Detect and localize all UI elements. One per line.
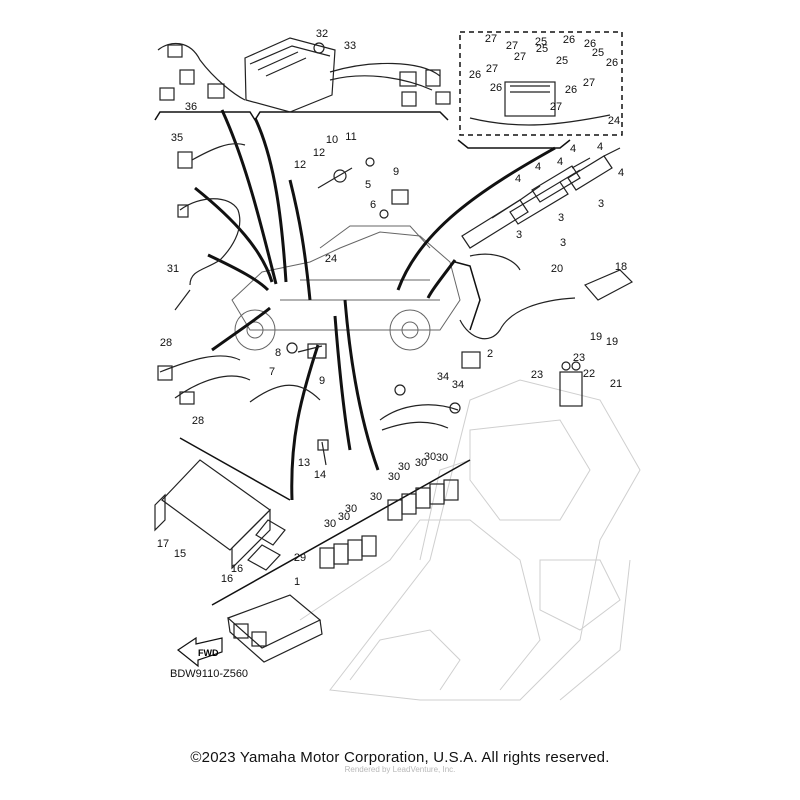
- callout-4: 4: [557, 156, 563, 168]
- callout-30: 30: [415, 457, 427, 469]
- callout-13: 13: [298, 457, 310, 469]
- callout-4: 4: [535, 161, 541, 173]
- callout-25: 25: [556, 55, 568, 67]
- callout-21: 21: [610, 378, 622, 390]
- callout-3: 3: [516, 229, 522, 241]
- callout-28: 28: [192, 415, 204, 427]
- callout-4: 4: [570, 143, 576, 155]
- callout-30: 30: [388, 471, 400, 483]
- callout-15: 15: [174, 548, 186, 560]
- callout-26: 26: [606, 57, 618, 69]
- callout-24: 24: [608, 115, 620, 127]
- diagram-code: BDW9110-Z560: [170, 668, 249, 680]
- callout-30: 30: [424, 451, 436, 463]
- callout-30: 30: [345, 503, 357, 515]
- callout-27: 27: [485, 33, 497, 45]
- callout-26: 26: [584, 38, 596, 50]
- callout-22: 22: [583, 368, 595, 380]
- callout-27: 27: [486, 63, 498, 75]
- callout-23: 23: [531, 369, 543, 381]
- callout-17: 17: [157, 538, 169, 550]
- fwd-arrow: FWD: [176, 636, 223, 668]
- callout-30: 30: [370, 491, 382, 503]
- callout-1: 1: [294, 576, 300, 588]
- callout-4: 4: [618, 167, 624, 179]
- callout-26: 26: [469, 69, 481, 81]
- callout-3: 3: [598, 198, 604, 210]
- copyright-notice: ©2023 Yamaha Motor Corporation, U.S.A. A…: [190, 749, 610, 766]
- callout-27: 27: [583, 77, 595, 89]
- callout-30: 30: [398, 461, 410, 473]
- callout-3: 3: [558, 212, 564, 224]
- callout-34: 34: [452, 379, 464, 391]
- callout-20: 20: [551, 263, 563, 275]
- callout-36: 36: [185, 101, 197, 113]
- callout-3: 3: [560, 237, 566, 249]
- callout-27: 27: [514, 51, 526, 63]
- callout-30: 30: [338, 511, 350, 523]
- callout-25: 25: [592, 47, 604, 59]
- callout-16: 16: [231, 563, 243, 575]
- callout-14: 14: [314, 469, 326, 481]
- callout-26: 26: [490, 82, 502, 94]
- callout-16: 16: [221, 573, 233, 585]
- callout-19: 19: [606, 336, 618, 348]
- frame-outline: [299, 379, 641, 701]
- callout-26: 26: [563, 34, 575, 46]
- callout-27: 27: [506, 40, 518, 52]
- callout-2: 2: [487, 348, 493, 360]
- callout-34: 34: [437, 371, 449, 383]
- callout-27: 27: [550, 101, 562, 113]
- callout-10: 10: [326, 134, 338, 146]
- callout-9: 9: [393, 166, 399, 178]
- callout-9: 9: [319, 375, 325, 387]
- leader-lines: [194, 109, 556, 501]
- callout-19: 19: [590, 331, 602, 343]
- vehicle-silhouette: [231, 225, 461, 351]
- callout-12: 12: [294, 159, 306, 171]
- callout-33: 33: [344, 40, 356, 52]
- watermark: Rendered by LeadVenture, Inc.: [344, 765, 456, 774]
- callout-8: 8: [275, 347, 281, 359]
- callout-4: 4: [597, 141, 603, 153]
- callout-35: 35: [171, 132, 183, 144]
- group-brackets: [154, 31, 623, 606]
- callout-4: 4: [515, 173, 521, 185]
- callout-26: 26: [565, 84, 577, 96]
- callout-23: 23: [573, 352, 585, 364]
- callout-31: 31: [167, 263, 179, 275]
- callout-7: 7: [269, 366, 275, 378]
- callout-30: 30: [324, 518, 336, 530]
- callout-28: 28: [160, 337, 172, 349]
- callout-6: 6: [370, 199, 376, 211]
- callout-25: 25: [535, 36, 547, 48]
- callout-32: 32: [316, 28, 328, 40]
- callout-18: 18: [615, 261, 627, 273]
- part-sketches: [154, 37, 633, 663]
- fwd-arrow-label: FWD: [198, 648, 219, 658]
- callout-29: 29: [294, 552, 306, 564]
- callout-30: 30: [436, 452, 448, 464]
- callout-24: 24: [325, 253, 337, 265]
- callout-25: 25: [536, 43, 548, 55]
- callout-5: 5: [365, 179, 371, 191]
- callout-11: 11: [345, 131, 356, 143]
- callout-12: 12: [313, 147, 325, 159]
